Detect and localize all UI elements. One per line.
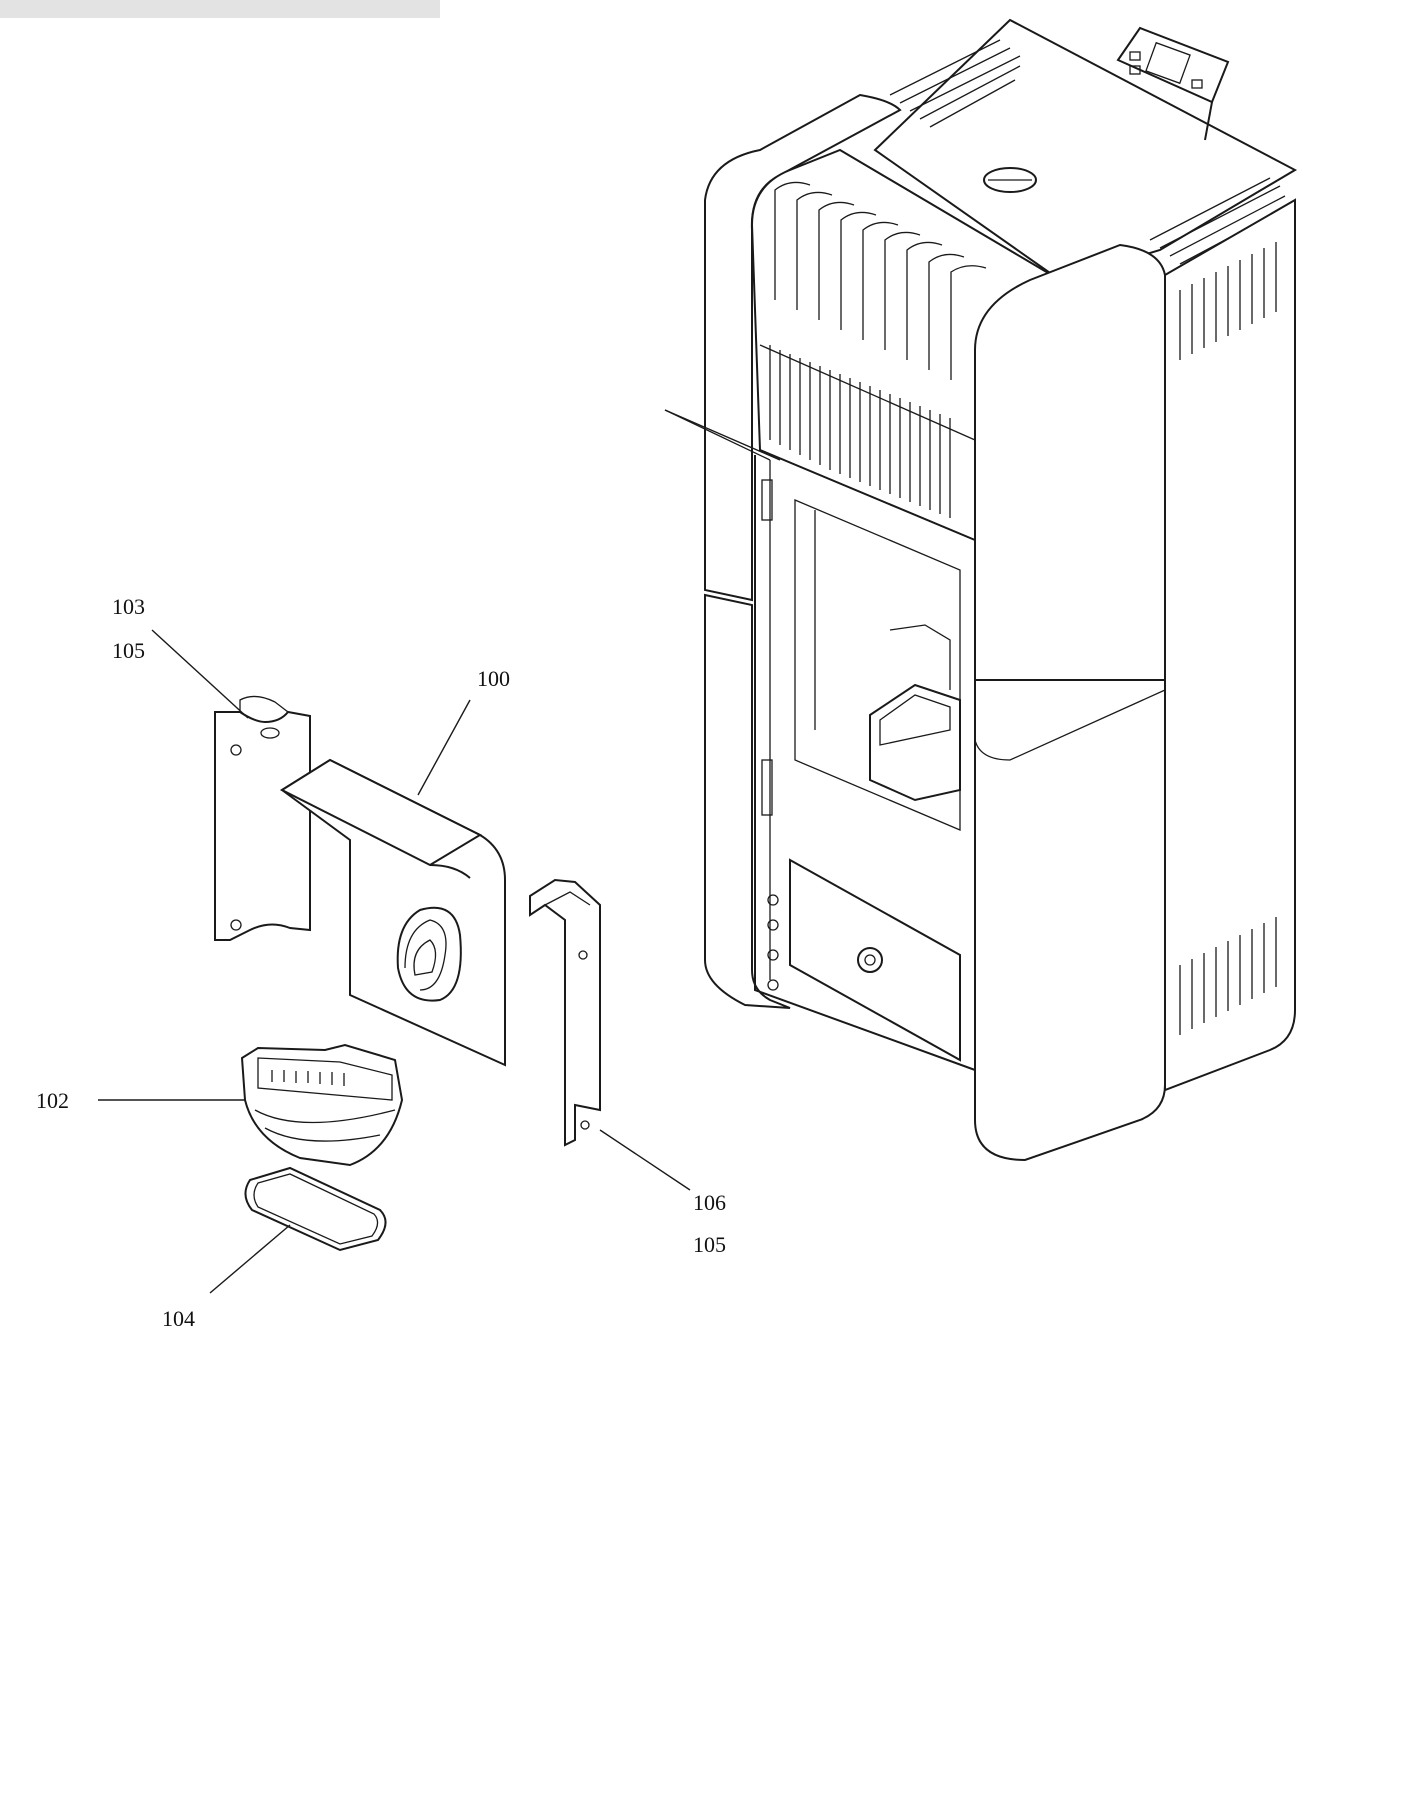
- part-labels: 103 105 100 102 106 105 104: [36, 594, 726, 1331]
- header-bar: [0, 0, 440, 18]
- label-103: 103: [112, 594, 145, 619]
- label-104: 104: [162, 1306, 195, 1331]
- part-104-gasket: [244, 1166, 387, 1252]
- part-100-firewall: [279, 758, 506, 1067]
- part-103-bracket: [214, 695, 311, 941]
- label-106: 106: [693, 1190, 726, 1215]
- part-102-burn-pot: [240, 1043, 404, 1167]
- stove-body: [664, 18, 1298, 1162]
- label-100: 100: [477, 666, 510, 691]
- label-105-right: 105: [693, 1232, 726, 1257]
- label-105-left: 105: [112, 638, 145, 663]
- label-102: 102: [36, 1088, 69, 1113]
- leader-lines: [98, 409, 781, 1294]
- part-106-bracket: [529, 878, 601, 1147]
- control-panel: [1116, 26, 1230, 141]
